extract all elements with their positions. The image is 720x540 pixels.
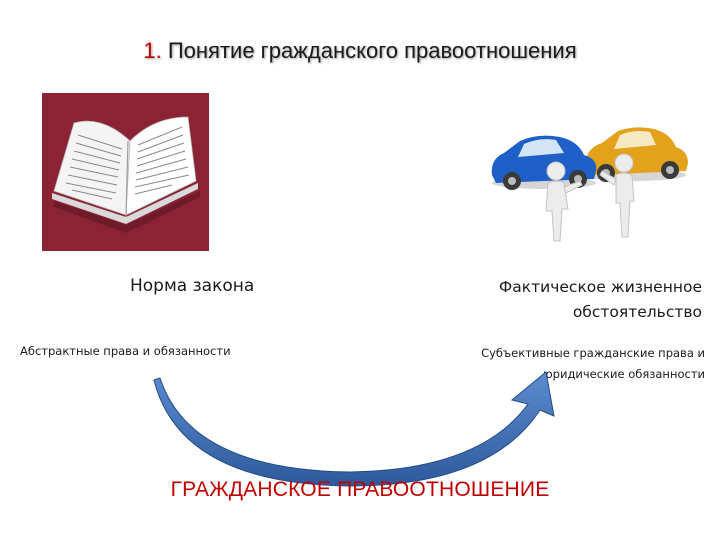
subjective-rights-line1: Субъективные гражданские права и — [481, 346, 705, 360]
page-title: 1. Понятие гражданского правоотношения — [0, 38, 720, 64]
car-accident-image — [491, 127, 688, 242]
open-book-image — [42, 93, 209, 251]
factual-circumstance-label: Фактическое жизненное обстоятельство — [440, 275, 702, 325]
norm-of-law-label: Норма закона — [130, 276, 255, 296]
factual-circumstance-line1: Фактическое жизненное — [498, 278, 702, 296]
subjective-rights-label: Субъективные гражданские права и юридиче… — [325, 343, 705, 385]
subjective-rights-line2: юридические обязанности — [543, 367, 705, 381]
civil-legal-relationship-label: ГРАЖДАНСКОЕ ПРАВООТНОШЕНИЕ — [170, 478, 550, 501]
factual-circumstance-line2: обстоятельство — [572, 303, 702, 321]
title-text: Понятие гражданского правоотношения — [167, 38, 577, 63]
curved-arrow-icon — [153, 371, 555, 487]
abstract-rights-label: Абстрактные права и обязанности — [20, 344, 231, 358]
title-number: 1. — [143, 38, 162, 63]
